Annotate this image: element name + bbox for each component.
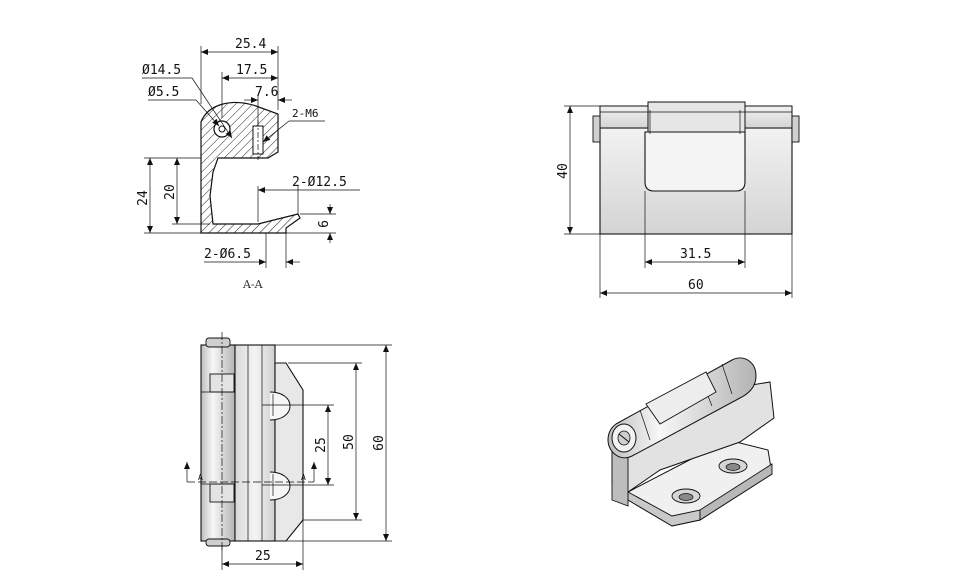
dim-7-6: 7.6 bbox=[255, 85, 278, 100]
dim-25-4: 25.4 bbox=[235, 37, 266, 52]
iso-leaf bbox=[645, 371, 717, 425]
knuckle-right bbox=[744, 105, 793, 129]
pin-stub-right bbox=[791, 115, 800, 143]
dim-60-vertical: 60 bbox=[372, 435, 387, 451]
center-knuckle bbox=[647, 101, 746, 133]
dim-50: 50 bbox=[342, 434, 357, 450]
section-view: 25.4 17.5 7.6 Ø14.5 Ø5.5 2-M6 24 20 bbox=[136, 37, 360, 291]
dim-2-m6: 2-M6 bbox=[292, 107, 319, 120]
dim-dia-5-5: Ø5.5 bbox=[148, 85, 179, 100]
front-view: 40 31.5 60 bbox=[556, 101, 800, 298]
hinge-leaf bbox=[644, 131, 746, 192]
pin-head-top bbox=[205, 337, 231, 348]
dim-60: 60 bbox=[688, 278, 704, 293]
dim-24: 24 bbox=[136, 190, 151, 206]
dim-25-horizontal: 25 bbox=[255, 549, 271, 564]
dim-6: 6 bbox=[317, 220, 332, 228]
flange bbox=[274, 362, 304, 542]
section-mark-right: A bbox=[301, 473, 306, 482]
isometric-view bbox=[607, 357, 775, 527]
dim-31-5: 31.5 bbox=[680, 247, 711, 262]
dim-25-vertical: 25 bbox=[314, 437, 329, 453]
dim-2-dia-12-5: 2-Ø12.5 bbox=[292, 175, 347, 190]
dim-2-dia-6-5: 2-Ø6.5 bbox=[204, 247, 251, 262]
dim-20: 20 bbox=[163, 184, 178, 200]
mount-hole-bottom bbox=[269, 471, 291, 501]
section-mark-left: A bbox=[198, 473, 203, 482]
dim-dia-14-5: Ø14.5 bbox=[142, 63, 181, 78]
pin-stub-left bbox=[592, 115, 601, 143]
dim-40: 40 bbox=[556, 163, 571, 179]
side-view: A A 25 50 60 25 bbox=[184, 332, 392, 570]
mount-hole-top bbox=[269, 391, 291, 421]
leaf-column bbox=[234, 344, 276, 542]
dim-17-5: 17.5 bbox=[236, 63, 267, 78]
knuckle-left bbox=[599, 105, 649, 129]
pin-head-bottom bbox=[205, 538, 231, 547]
pin-hole-inner bbox=[218, 125, 226, 133]
section-caption: A-A bbox=[242, 278, 264, 291]
